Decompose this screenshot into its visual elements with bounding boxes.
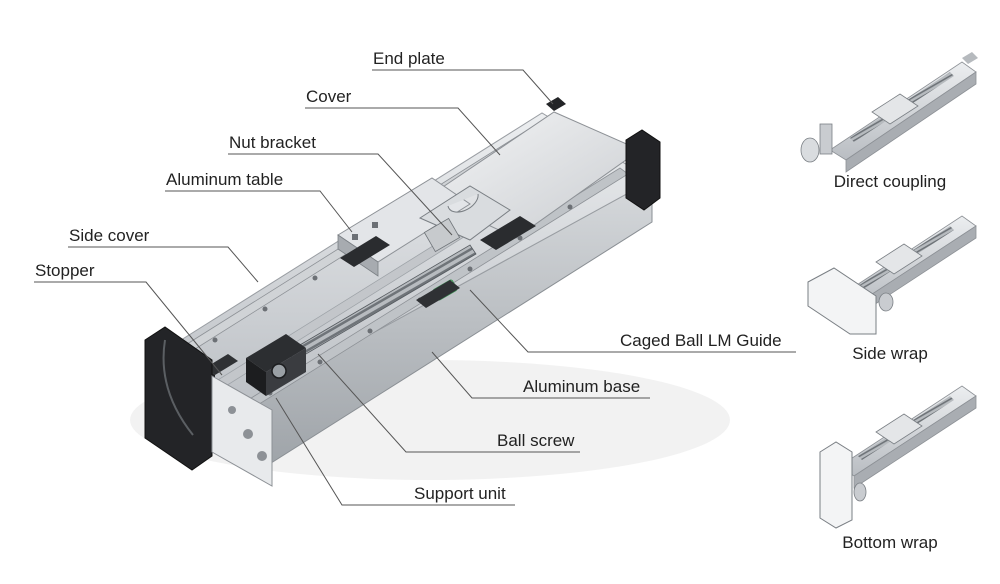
motor-icon: [853, 482, 867, 502]
variant-side-wrap: [807, 215, 977, 335]
leader-caged-ball-lm-guide: [469, 289, 796, 353]
label-stopper: Stopper: [35, 261, 95, 280]
leader-cover: [305, 107, 501, 156]
profile-hole: [243, 429, 253, 439]
leader-side-cover: [68, 246, 259, 283]
caption-bottom-wrap: Bottom wrap: [842, 533, 937, 552]
label-end-plate: End plate: [373, 49, 445, 68]
leader-ball-screw: [317, 353, 580, 453]
leader-aluminum-table: [165, 190, 353, 233]
label-aluminum-table: Aluminum table: [166, 170, 283, 189]
label-aluminum-base: Aluminum base: [523, 377, 640, 396]
lm-block: [480, 216, 536, 250]
end-plate: [625, 129, 661, 211]
label-side-cover: Side cover: [69, 226, 150, 245]
table-bolt: [372, 222, 378, 228]
leader-end-plate: [372, 69, 554, 105]
motor-icon: [878, 292, 894, 312]
bottom-wrap-housing: [819, 441, 853, 529]
leader-support-unit: [275, 397, 515, 506]
label-nut-bracket: Nut bracket: [229, 133, 316, 152]
variant-bottom-wrap: [819, 385, 977, 529]
end-plate-left: [144, 326, 213, 471]
end-plate-top: [546, 97, 566, 111]
lm-guide-block: [416, 280, 460, 308]
label-cover: Cover: [306, 87, 352, 106]
motor-icon: [800, 137, 820, 163]
main-actuator: [130, 97, 730, 487]
support-unit: [246, 334, 306, 396]
leader-stopper: [34, 281, 223, 376]
caption-side-wrap: Side wrap: [852, 344, 928, 363]
variant-direct-coupling: [800, 52, 978, 173]
label-ball-screw: Ball screw: [497, 431, 575, 450]
side-wrap-housing: [807, 267, 877, 335]
profile-hole: [257, 451, 267, 461]
nut-bracket-block: [423, 217, 461, 253]
lm-block: [340, 236, 390, 267]
leader-lines: [34, 69, 796, 506]
end-plate-edge: [162, 339, 194, 436]
table-bolt: [352, 234, 358, 240]
base-end-profile: [211, 375, 273, 487]
caption-direct-coupling: Direct coupling: [834, 172, 946, 191]
label-caged-ball-lm-guide: Caged Ball LM Guide: [620, 331, 782, 350]
leader-nut-bracket: [228, 153, 453, 236]
leader-aluminum-base: [431, 351, 650, 399]
label-support-unit: Support unit: [414, 484, 506, 503]
profile-hole: [228, 406, 236, 414]
